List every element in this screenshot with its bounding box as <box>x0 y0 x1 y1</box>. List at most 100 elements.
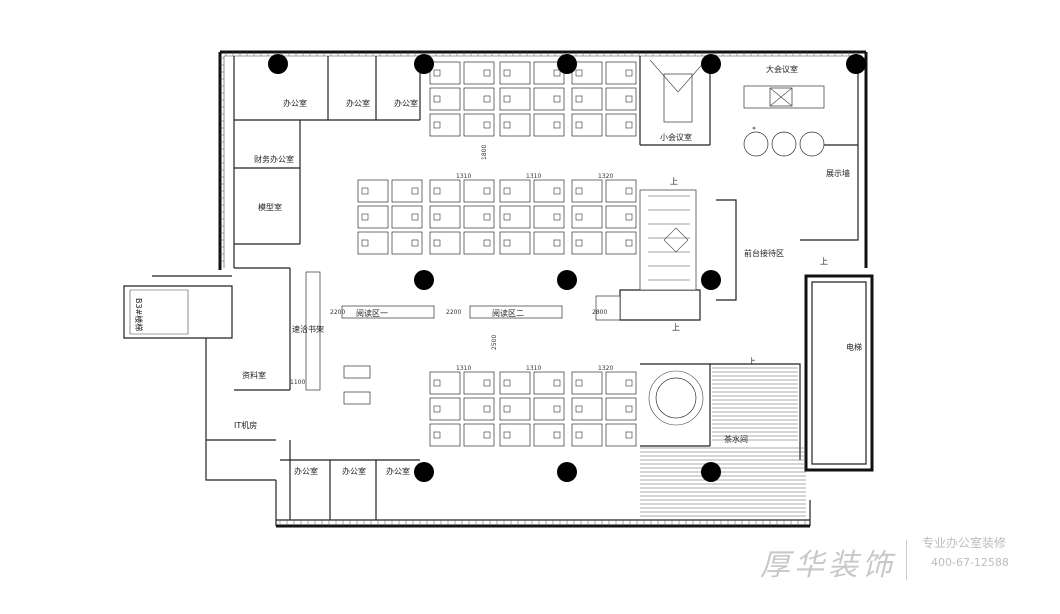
structural-column <box>701 54 721 74</box>
workstation-desk <box>463 423 495 447</box>
workstation-desk <box>571 397 603 421</box>
window-hatches <box>220 52 857 526</box>
label-small-meeting: 小会议室 <box>660 132 692 142</box>
workstation-desk <box>463 205 495 229</box>
workstation-chair <box>553 69 561 77</box>
workstation-desk <box>605 423 637 447</box>
workstation-chair <box>503 69 511 77</box>
workstation-chair <box>361 187 369 195</box>
dim-1310d: 1310 <box>526 365 541 372</box>
workstation-chair <box>553 213 561 221</box>
label-quick-meeting: 速洽书架 <box>292 324 324 334</box>
workstation-desk <box>533 113 565 137</box>
workstation-desk <box>391 179 423 203</box>
workstation-desk <box>463 231 495 255</box>
workstation-chair <box>433 213 441 221</box>
interior-walls <box>234 56 859 520</box>
label-reading-area2: 阅读区二 <box>492 308 524 318</box>
watermark-slogan: 专业办公室装修 <box>922 536 1007 550</box>
structural-columns <box>268 54 866 482</box>
workstation-desk <box>357 179 389 203</box>
small-meeting-table <box>649 59 707 123</box>
workstation-chair <box>433 239 441 247</box>
label-up1: 上 <box>670 177 678 186</box>
workstation-chair <box>553 431 561 439</box>
workstation-desk <box>429 371 461 395</box>
workstation-chair <box>483 239 491 247</box>
label-elevator: 电梯 <box>846 342 862 352</box>
workstation-chair <box>575 95 583 103</box>
dim-1800: 1800 <box>481 145 488 160</box>
workstation-desk <box>533 87 565 111</box>
workstation-chair <box>361 239 369 247</box>
workstation-desk <box>499 61 531 85</box>
workstation-chair <box>575 405 583 413</box>
dim-1310c: 1310 <box>456 365 471 372</box>
workstation-desk <box>533 231 565 255</box>
label-model-room: 模型室 <box>258 202 282 212</box>
workstation-chair <box>433 405 441 413</box>
workstation-chair <box>625 121 633 129</box>
workstation-desk <box>605 231 637 255</box>
structural-column <box>557 270 577 290</box>
large-meeting-table <box>743 85 825 130</box>
workstation-chair <box>625 95 633 103</box>
workstation-desk <box>571 61 603 85</box>
workstation-desk <box>357 231 389 255</box>
workstation-chair <box>483 121 491 129</box>
workstation-chair <box>503 95 511 103</box>
workstation-chair <box>553 121 561 129</box>
reading-tables <box>305 271 621 405</box>
label-tea-room: 茶水间 <box>724 434 748 444</box>
workstation-desk <box>429 61 461 85</box>
structural-column <box>846 54 866 74</box>
workstation-desk <box>605 87 637 111</box>
label-office-sw2: 办公室 <box>342 466 366 476</box>
workstation-chair <box>483 187 491 195</box>
workstation-desk <box>499 205 531 229</box>
workstation-chair <box>575 213 583 221</box>
structural-column <box>414 54 434 74</box>
workstation-chair <box>503 379 511 387</box>
workstation-chair <box>483 213 491 221</box>
workstation-chair <box>433 121 441 129</box>
dim-1310a: 1310 <box>456 173 471 180</box>
dim-1320a: 1320 <box>598 173 613 180</box>
workstation-chair <box>483 379 491 387</box>
workstation-desk <box>605 397 637 421</box>
workstation-desk <box>605 61 637 85</box>
workstation-chair <box>575 379 583 387</box>
dim-2500: 2500 <box>491 335 498 350</box>
label-reading-area1: 阅读区一 <box>356 308 388 318</box>
structural-column <box>701 270 721 290</box>
workstation-desk <box>605 179 637 203</box>
workstation-desk <box>571 179 603 203</box>
workstation-chair <box>625 187 633 195</box>
workstation-chair <box>503 405 511 413</box>
workstation-desk <box>533 371 565 395</box>
dim-2200a: 2200 <box>330 309 345 316</box>
workstation-desk <box>499 87 531 111</box>
workstation-chair <box>411 187 419 195</box>
workstation-desk <box>357 205 389 229</box>
workstation-desk <box>499 397 531 421</box>
workstation-desk <box>429 397 461 421</box>
label-office-nw2: 办公室 <box>346 98 370 108</box>
round-meeting-table <box>648 370 704 426</box>
workstation-desk <box>429 87 461 111</box>
workstation-chair <box>575 431 583 439</box>
workstation-chair <box>625 69 633 77</box>
label-office-nw1: 办公室 <box>283 98 307 108</box>
workstation-desk <box>429 113 461 137</box>
label-office-nw3: 办公室 <box>394 98 418 108</box>
watermark-brand: 厚华装饰 <box>760 548 896 583</box>
structural-column <box>701 462 721 482</box>
workstation-desk <box>533 205 565 229</box>
workstation-chair <box>433 431 441 439</box>
workstation-chair <box>625 239 633 247</box>
workstation-desk <box>571 371 603 395</box>
structural-column <box>557 462 577 482</box>
label-office-sw1: 办公室 <box>294 466 318 476</box>
workstation-chair <box>433 69 441 77</box>
